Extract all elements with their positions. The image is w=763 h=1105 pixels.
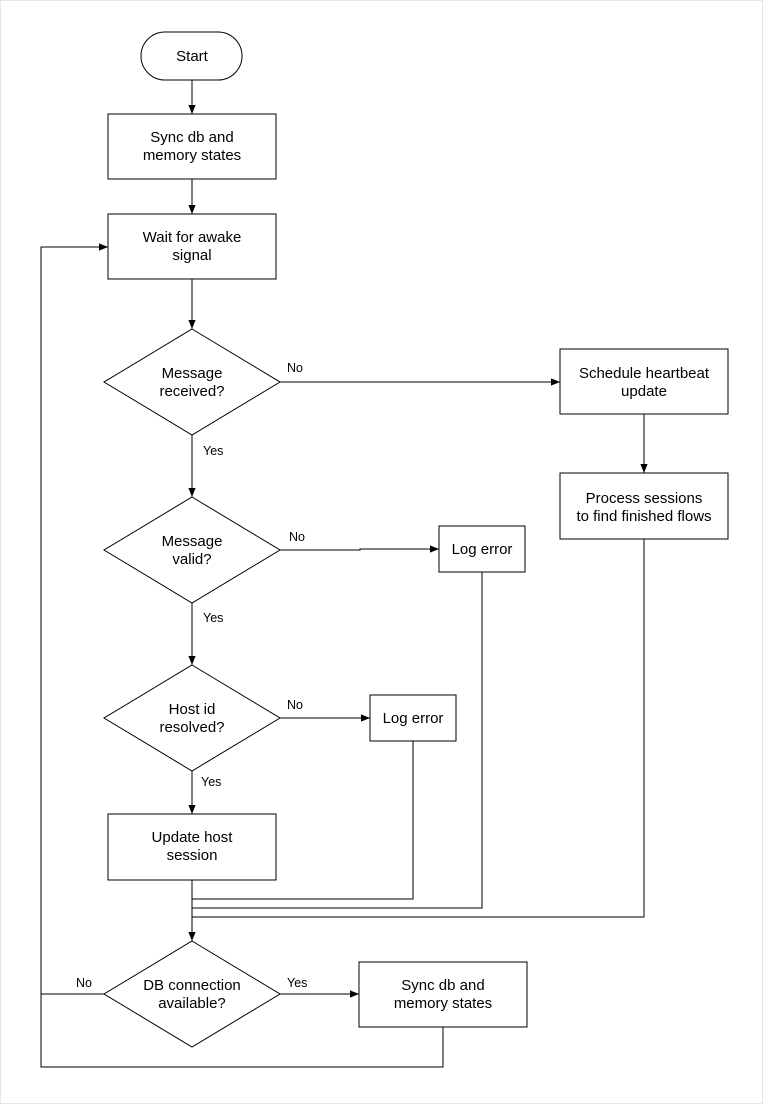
schedule-heartbeat-label-line1: Schedule heartbeat bbox=[579, 365, 710, 382]
wait-awake-label-line2: signal bbox=[172, 247, 211, 264]
host-resolved-label-line2: resolved? bbox=[159, 719, 224, 736]
update-host-box bbox=[107, 813, 277, 881]
host-no-label: No bbox=[287, 698, 303, 712]
db-connection-decision bbox=[103, 940, 281, 1048]
edge-log-error-1-merge bbox=[192, 572, 483, 909]
log-error-2-label: Log error bbox=[383, 710, 444, 727]
received-yes-label: Yes bbox=[203, 444, 223, 458]
valid-no-label: No bbox=[289, 530, 305, 544]
edge-process-merge bbox=[192, 539, 645, 918]
sync-db-bottom-label-line2: memory states bbox=[394, 995, 492, 1012]
message-received-decision bbox=[103, 328, 281, 436]
schedule-heartbeat-label-line2: update bbox=[621, 383, 667, 400]
edge-valid-no bbox=[280, 545, 439, 553]
host-yes-label: Yes bbox=[201, 775, 221, 789]
received-no-label: No bbox=[287, 361, 303, 375]
schedule-heartbeat-box bbox=[559, 348, 729, 415]
update-host-label-line1: Update host bbox=[152, 829, 234, 846]
process-sessions-label-line2: to find finished flows bbox=[576, 508, 711, 525]
sync-db-top-label-line2: memory states bbox=[143, 147, 241, 164]
message-received-label-line1: Message bbox=[162, 365, 223, 382]
update-host-label-line2: session bbox=[167, 847, 218, 864]
db-yes-label: Yes bbox=[287, 976, 307, 990]
db-connection-label-line1: DB connection bbox=[143, 977, 241, 994]
edge-sync-bottom-loop bbox=[40, 994, 444, 1068]
message-valid-label-line2: valid? bbox=[172, 551, 211, 568]
edge-db-no-loop bbox=[40, 243, 108, 995]
process-sessions-label-line1: Process sessions bbox=[586, 490, 703, 507]
host-resolved-decision bbox=[103, 664, 281, 772]
message-received-label-line2: received? bbox=[159, 383, 224, 400]
log-error-1-label: Log error bbox=[452, 541, 513, 558]
message-valid-decision bbox=[103, 496, 281, 604]
edge-log-error-2-merge bbox=[192, 741, 414, 900]
valid-yes-label: Yes bbox=[203, 611, 223, 625]
start-label: Start bbox=[176, 48, 209, 65]
message-valid-label-line1: Message bbox=[162, 533, 223, 550]
sync-db-top-box bbox=[107, 113, 277, 180]
host-resolved-label-line1: Host id bbox=[169, 701, 216, 718]
db-connection-label-line2: available? bbox=[158, 995, 226, 1012]
wait-awake-label-line1: Wait for awake bbox=[143, 229, 242, 246]
process-sessions-box bbox=[559, 472, 729, 540]
sync-db-bottom-label-line1: Sync db and bbox=[401, 977, 484, 994]
sync-db-top-label-line1: Sync db and bbox=[150, 129, 233, 146]
db-no-label: No bbox=[76, 976, 92, 990]
